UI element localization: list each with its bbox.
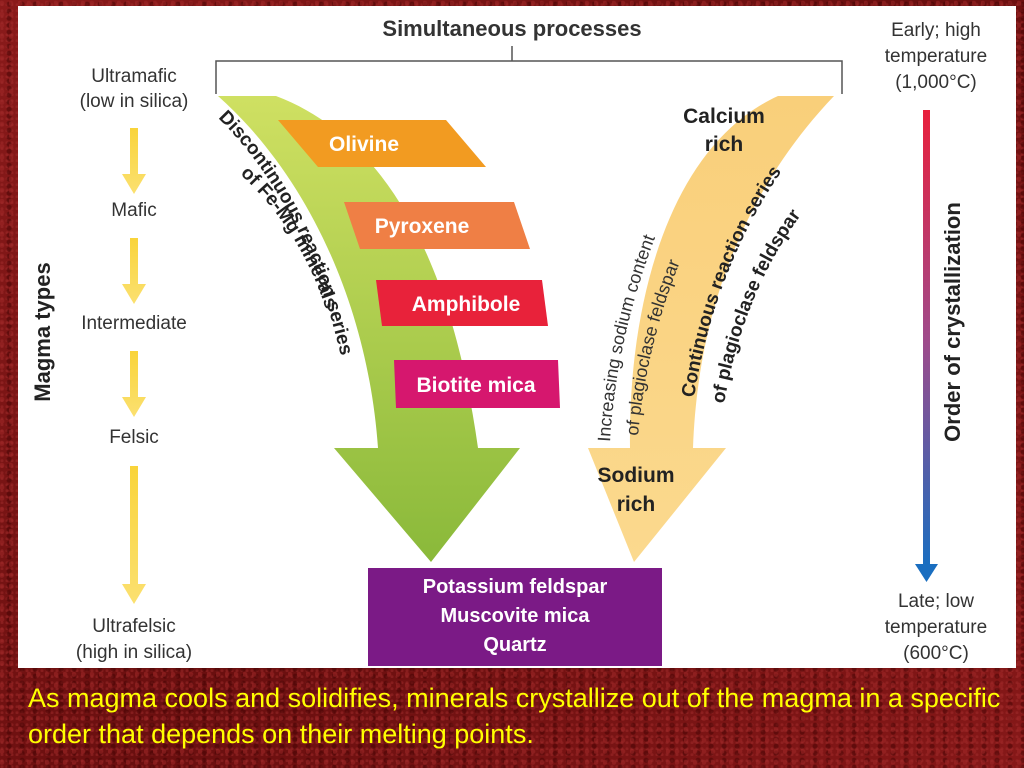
early-label-2: temperature bbox=[885, 46, 987, 67]
olivine-tag bbox=[278, 120, 486, 167]
sodium-rich-line1: Sodium bbox=[598, 464, 675, 487]
mafic-label: Mafic bbox=[111, 200, 156, 221]
temperature-gradient-bar bbox=[923, 110, 930, 566]
diagram-panel: Simultaneous processes Olivine Pyroxene … bbox=[18, 6, 1016, 668]
quartz-label: Quartz bbox=[483, 634, 546, 656]
pyroxene-tag bbox=[344, 202, 530, 249]
calcium-rich-line2: rich bbox=[705, 133, 744, 156]
magma-types-axis-label: Magma types bbox=[30, 262, 55, 401]
ultrafelsic-label: Ultrafelsic bbox=[92, 616, 175, 637]
discontinuous-series-arrow bbox=[218, 96, 520, 562]
down-arrow-icon bbox=[122, 466, 146, 604]
amphibole-label: Amphibole bbox=[412, 293, 521, 316]
early-label-3: (1,000°C) bbox=[895, 72, 977, 93]
late-label-1: Late; low bbox=[898, 591, 974, 612]
intermediate-label: Intermediate bbox=[81, 313, 187, 334]
final-minerals-box bbox=[368, 568, 662, 666]
title: Simultaneous processes bbox=[382, 16, 641, 41]
biotite-tag bbox=[394, 360, 560, 408]
pyroxene-label: Pyroxene bbox=[375, 215, 470, 238]
late-label-2: temperature bbox=[885, 617, 987, 638]
early-label-1: Early; high bbox=[891, 20, 981, 41]
reaction-series-diagram: Simultaneous processes Olivine Pyroxene … bbox=[30, 16, 987, 666]
amphibole-tag bbox=[376, 280, 548, 326]
sodium-rich-line2: rich bbox=[617, 493, 656, 516]
bracket bbox=[215, 46, 843, 94]
caption: As magma cools and solidifies, minerals … bbox=[28, 683, 1001, 749]
order-axis-label: Order of crystallization bbox=[940, 202, 965, 442]
ultramafic-label: Ultramafic bbox=[91, 66, 177, 87]
ultrafelsic-sublabel: (high in silica) bbox=[76, 642, 192, 663]
biotite-label: Biotite mica bbox=[416, 374, 535, 397]
muscovite-mica-label: Muscovite mica bbox=[441, 605, 591, 627]
magma-arrows bbox=[122, 128, 146, 604]
ultramafic-sublabel: (low in silica) bbox=[80, 91, 189, 112]
felsic-label: Felsic bbox=[109, 427, 159, 448]
calcium-rich-line1: Calcium bbox=[683, 105, 765, 128]
potassium-feldspar-label: Potassium feldspar bbox=[423, 576, 608, 598]
late-label-3: (600°C) bbox=[903, 643, 969, 664]
down-arrow-icon bbox=[122, 128, 146, 194]
arrow-down-icon bbox=[915, 564, 938, 582]
olivine-label: Olivine bbox=[329, 133, 399, 156]
down-arrow-icon bbox=[122, 238, 146, 304]
down-arrow-icon bbox=[122, 351, 146, 417]
continuous-series-arrow bbox=[588, 96, 834, 562]
